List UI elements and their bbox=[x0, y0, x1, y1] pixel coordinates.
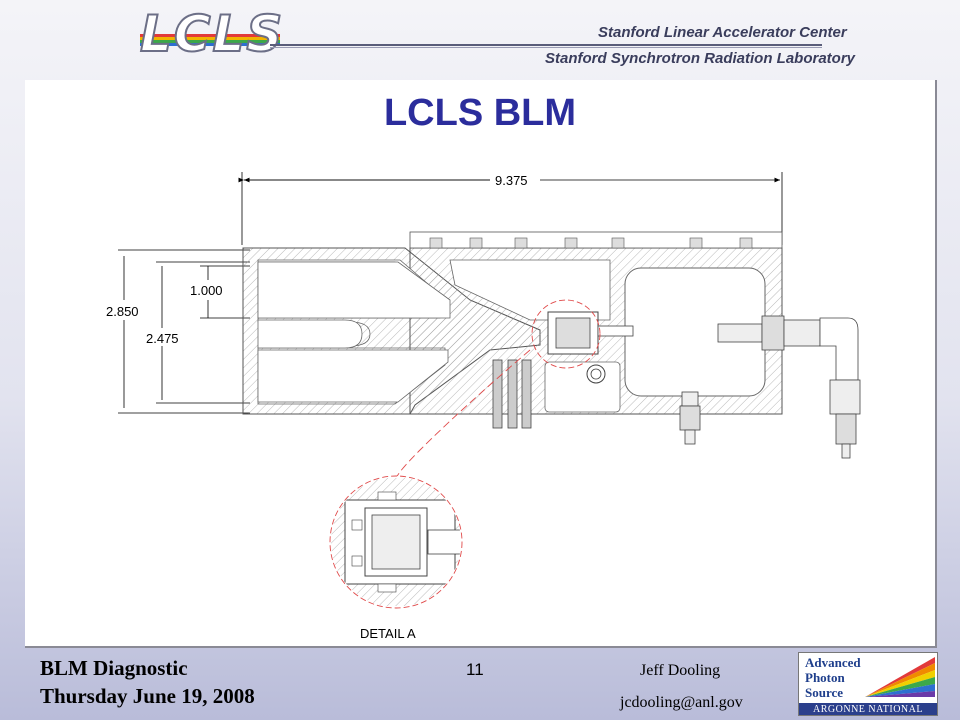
author-name: Jeff Dooling bbox=[640, 662, 721, 679]
detail-a-label: DETAIL A bbox=[360, 626, 416, 641]
dimension-slot-width: 1.000 bbox=[190, 265, 250, 319]
logo-color-stripes bbox=[140, 34, 280, 46]
dim-label-height-inner: 2.475 bbox=[146, 331, 179, 346]
header-rule-thin bbox=[270, 47, 822, 48]
dimension-overall-length: 9.375 bbox=[238, 172, 783, 245]
footer-date: Thursday June 19, 2008 bbox=[40, 684, 255, 708]
dimension-height-outer: 2.850 bbox=[106, 249, 250, 414]
aps-logo-line1: Advanced bbox=[805, 655, 861, 670]
aps-logo-line2: Photon bbox=[805, 670, 845, 685]
lcls-logo: LCLS bbox=[139, 5, 285, 63]
org-name-slac: Stanford Linear Accelerator Center bbox=[598, 24, 847, 41]
dim-label-slot-width: 1.000 bbox=[190, 283, 223, 298]
aps-logo-line3: Source bbox=[805, 685, 844, 700]
org-name-ssrl: Stanford Synchrotron Radiation Laborator… bbox=[545, 50, 856, 67]
dimension-height-inner: 2.475 bbox=[146, 261, 250, 404]
connector-assembly bbox=[679, 315, 861, 459]
housing-body bbox=[242, 231, 783, 429]
aps-rainbow-graphic bbox=[865, 657, 935, 697]
detail-a-view: DETAIL A bbox=[329, 475, 463, 641]
author-email: jcdooling@anl.gov bbox=[620, 694, 743, 711]
dim-label-height-outer: 2.850 bbox=[106, 304, 139, 319]
header-rule bbox=[270, 44, 822, 46]
slide-header: LCLS Stanford Linear Accelerator Center … bbox=[0, 0, 960, 80]
slide-title: LCLS BLM bbox=[383, 92, 577, 134]
aps-logo-band: ARGONNE NATIONAL LABORATORY bbox=[799, 703, 937, 715]
detail-callout bbox=[395, 299, 601, 479]
aps-logo: Advanced Photon Source ARGONNE NATIONAL … bbox=[798, 652, 938, 716]
page-number: 11 bbox=[466, 660, 484, 679]
footer-presentation-title: BLM Diagnostic bbox=[40, 656, 188, 680]
dim-label-length: 9.375 bbox=[495, 173, 528, 188]
